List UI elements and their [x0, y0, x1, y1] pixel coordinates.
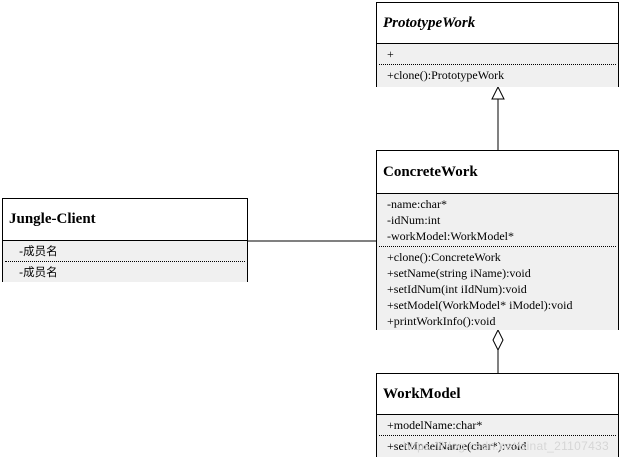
- aggregation-diamond: [492, 328, 504, 352]
- operations-section: +setModelName(char*):void: [377, 436, 618, 456]
- operation: -成员名: [19, 265, 58, 279]
- class-name-jungle-client: Jungle-Client: [3, 199, 247, 241]
- compartment-separator: [379, 246, 616, 247]
- attributes-section: +: [377, 44, 618, 64]
- attribute: -name:char*: [387, 197, 447, 211]
- class-body-concrete-work: -name:char* -idNum:int -workModel:WorkMo…: [377, 194, 618, 330]
- class-body-jungle-client: -成员名 -成员名: [3, 241, 247, 282]
- attributes-section: +modelName:char*: [377, 415, 618, 435]
- operations-section: -成员名: [3, 262, 247, 282]
- class-name-prototype-work: PrototypeWork: [377, 3, 618, 44]
- attribute: -idNum:int: [387, 213, 441, 227]
- attribute: +: [387, 47, 394, 61]
- compartment-separator: [5, 261, 245, 262]
- operation: +printWorkInfo():void: [387, 314, 496, 328]
- operation: +setModelName(char*):void: [387, 439, 527, 453]
- watermark: https://blog.csdn.net/sinat_21107433: [402, 439, 609, 453]
- attribute: -成员名: [19, 244, 58, 258]
- class-body-work-model: +modelName:char* +setModelName(char*):vo…: [377, 415, 618, 457]
- compartment-separator: [379, 64, 616, 65]
- class-body-prototype-work: + +clone():PrototypeWork: [377, 44, 618, 87]
- operation: +clone():PrototypeWork: [387, 68, 505, 82]
- class-jungle-client[interactable]: Jungle-Client -成员名 -成员名: [2, 198, 248, 282]
- class-name-work-model: WorkModel: [377, 374, 618, 415]
- compartment-separator: [379, 435, 616, 436]
- operations-section: +clone():PrototypeWork: [377, 65, 618, 85]
- class-work-model[interactable]: WorkModel +modelName:char* +setModelName…: [376, 373, 619, 457]
- operation: +setName(string iName):void: [387, 266, 531, 280]
- attributes-section: -成员名: [3, 241, 247, 261]
- operation: +clone():ConcreteWork: [387, 250, 501, 264]
- attributes-section: -name:char* -idNum:int -workModel:WorkMo…: [377, 194, 618, 246]
- operations-section: +clone():ConcreteWork +setName(string iN…: [377, 247, 618, 331]
- class-concrete-work[interactable]: ConcreteWork -name:char* -idNum:int -wor…: [376, 150, 619, 330]
- generalization-arrowhead: [491, 85, 505, 100]
- class-name-concrete-work: ConcreteWork: [377, 151, 618, 194]
- class-prototype-work[interactable]: PrototypeWork + +clone():PrototypeWork: [376, 2, 619, 87]
- operation: +setModel(WorkModel* iModel):void: [387, 298, 573, 312]
- attribute: -workModel:WorkModel*: [387, 229, 515, 243]
- attribute: +modelName:char*: [387, 418, 483, 432]
- operation: +setIdNum(int iIdNum):void: [387, 282, 527, 296]
